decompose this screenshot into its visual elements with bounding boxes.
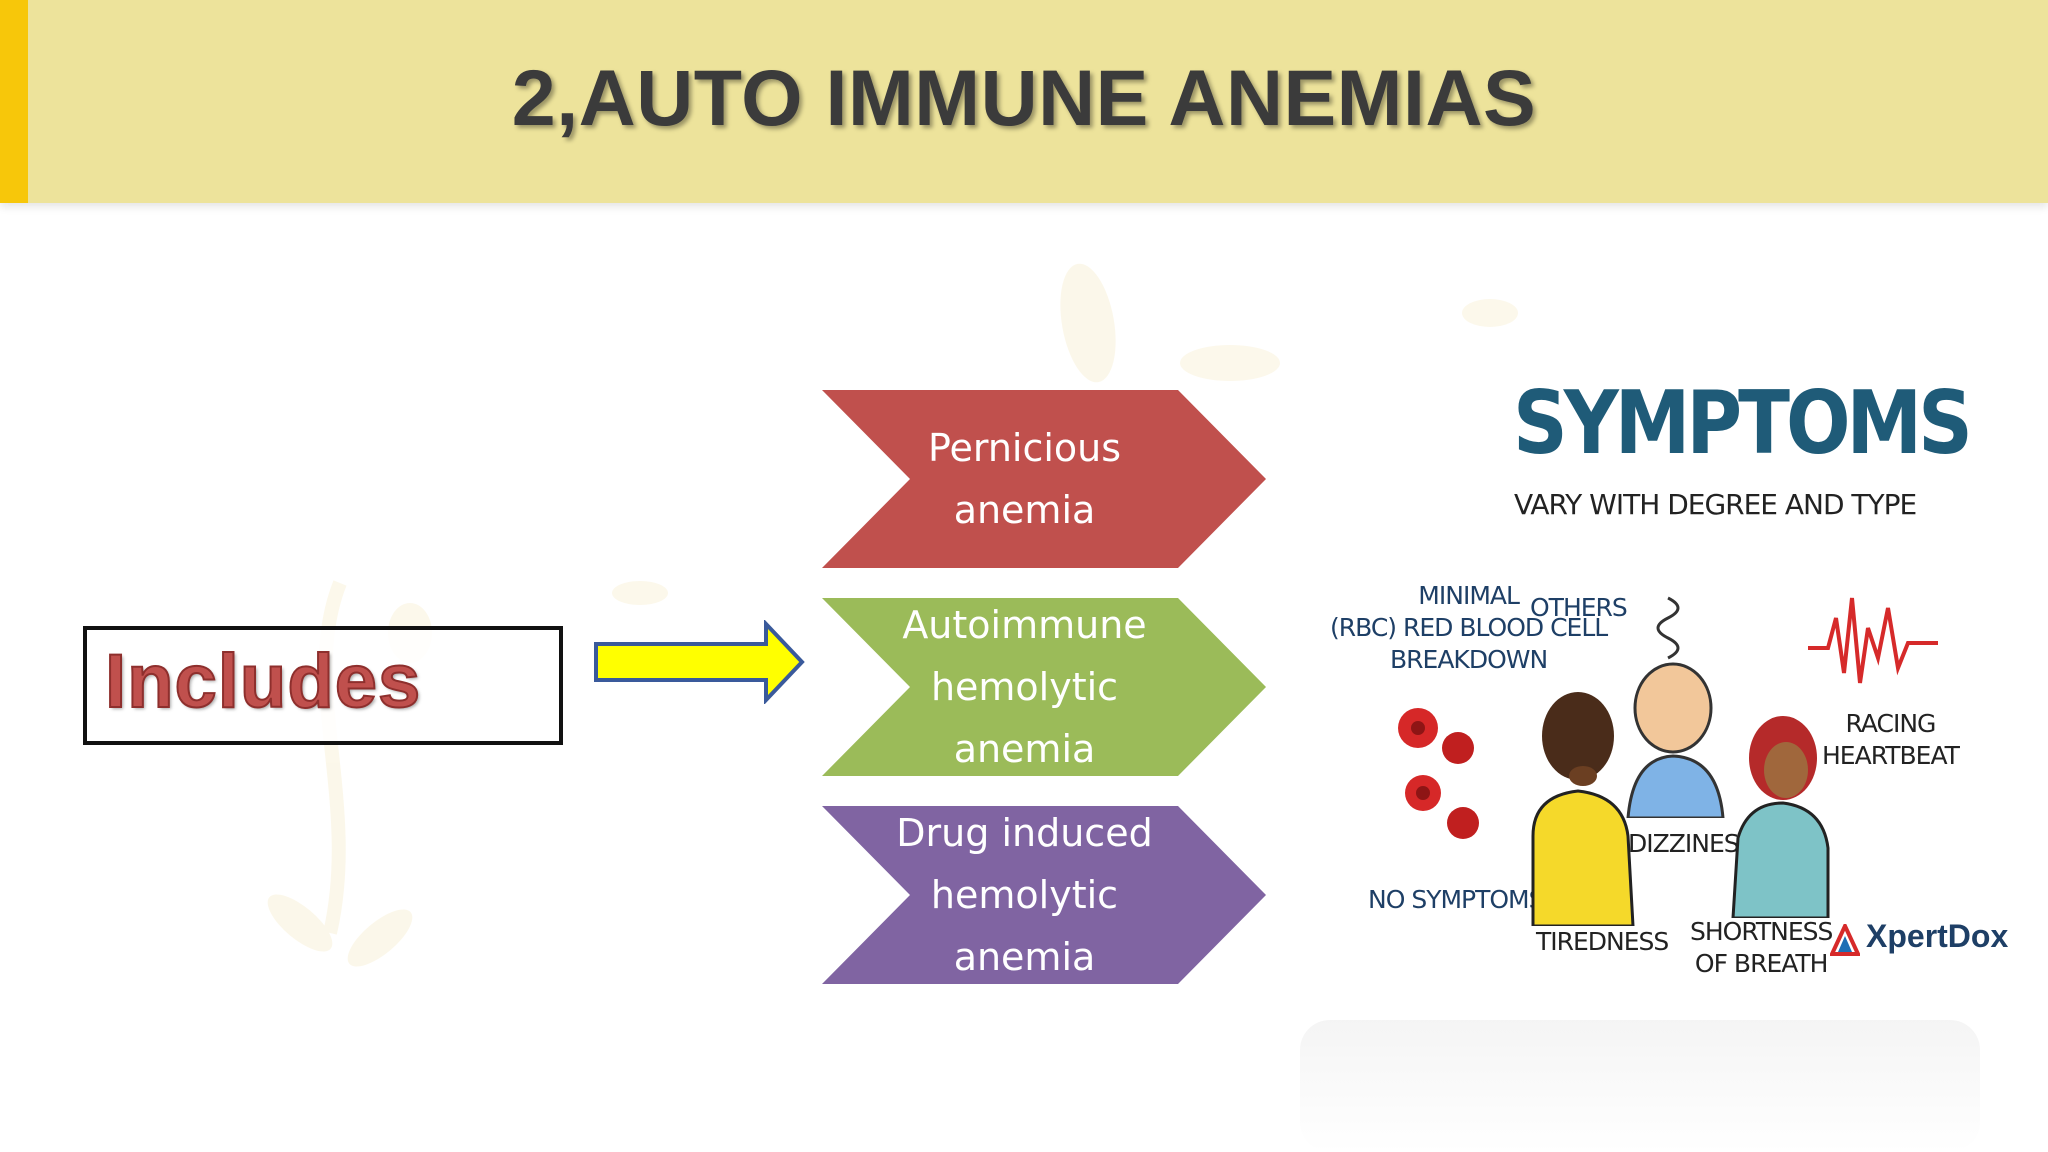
label-no-symptoms: NO SYMPTOMS — [1368, 885, 1544, 914]
chevron-label: Drug induced hemolytic anemia — [896, 811, 1153, 979]
xpertdox-brand: XpertDox — [1866, 918, 2009, 954]
label-rbc-breakdown: MINIMAL (RBC) RED BLOOD CELL BREAKDOWN — [1330, 581, 1608, 674]
header-band — [0, 0, 2048, 203]
chevron-pernicious-anemia: Pernicious anemia — [822, 390, 1266, 568]
label-dizziness: DIZZINESS — [1628, 829, 1754, 858]
chevron-autoimmune-hemolytic-anemia: Autoimmune hemolytic anemia — [822, 598, 1266, 776]
accent-strip — [0, 0, 28, 203]
right-arrow-icon — [594, 620, 805, 704]
slide-title: 2,AUTO IMMUNE ANEMIAS — [511, 53, 1537, 142]
red-blood-cells-icon — [1398, 708, 1479, 839]
includes-label: Includes — [104, 639, 422, 724]
chevron-shape — [822, 806, 1266, 984]
label-tiredness: TIREDNESS — [1536, 927, 1669, 956]
label-shortness-of-breath: SHORTNESS OF BREATH — [1690, 917, 1833, 978]
image-reflection — [1300, 1020, 1980, 1152]
chevron-label: Pernicious anemia — [927, 426, 1122, 532]
chevron-shape — [822, 598, 1266, 776]
dizzy-person-illustration — [1626, 596, 1725, 818]
label-racing-heartbeat: RACING HEARTBEAT — [1822, 709, 1960, 770]
chevron-shape — [822, 390, 1266, 568]
includes-box: Includes — [83, 626, 563, 745]
chevron-label: Autoimmune hemolytic anemia — [902, 603, 1147, 771]
symptoms-infographic: SYMPTOMS VARY WITH DEGREE AND TYPE MINIM… — [1330, 358, 2008, 994]
breathless-person-illustration — [1731, 716, 1830, 918]
symptoms-title: SYMPTOMS — [1513, 371, 1973, 474]
label-others: OTHERS — [1530, 593, 1628, 622]
tired-person-illustration — [1531, 692, 1635, 926]
xpertdox-logo-icon — [1830, 924, 1860, 956]
chevron-drug-induced-hemolytic-anemia: Drug induced hemolytic anemia — [822, 806, 1266, 984]
heartbeat-icon — [1808, 597, 1938, 684]
symptoms-subtitle: VARY WITH DEGREE AND TYPE — [1514, 488, 1917, 521]
